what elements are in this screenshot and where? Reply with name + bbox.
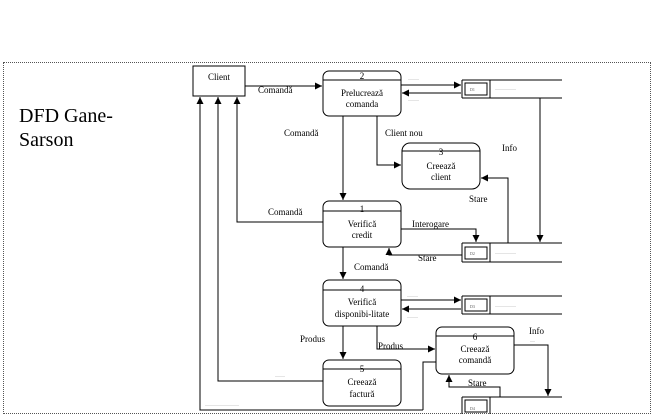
process-3-line2: client bbox=[431, 172, 451, 182]
process-2-line1: Prelucrează bbox=[341, 88, 383, 98]
svg-text:D4: D4 bbox=[470, 406, 475, 411]
svg-text:D3: D3 bbox=[470, 304, 475, 309]
flow-label-status-p3: Stare bbox=[469, 194, 488, 204]
svg-text:...........: ........... bbox=[408, 97, 419, 102]
process-1-line1: Verifică bbox=[348, 219, 376, 229]
flow-label-query: Interogare bbox=[412, 219, 449, 229]
svg-text:...........: ........... bbox=[407, 293, 418, 298]
flow-label-status-p1: Stare bbox=[418, 253, 437, 263]
data-store-2: D2 ..................... bbox=[461, 242, 562, 263]
process-6-line1: Creează bbox=[461, 344, 490, 354]
data-store-4: D4 bbox=[461, 396, 562, 414]
svg-text:.....................: ..................... bbox=[495, 303, 516, 308]
diagram-title: DFD Gane- Sarson bbox=[19, 105, 113, 151]
svg-text:D1: D1 bbox=[470, 87, 475, 92]
process-1: 1 Verifică credit bbox=[322, 200, 402, 248]
svg-text:.....: ..... bbox=[530, 338, 535, 343]
flow-label-status-p6: Stare bbox=[468, 378, 487, 388]
process-1-line2: credit bbox=[352, 230, 373, 240]
flow-label-client-p2: Comandă bbox=[258, 85, 293, 95]
svg-text:.....................: ..................... bbox=[495, 86, 516, 91]
flow-label-p1-p4: Comandă bbox=[354, 262, 389, 272]
process-5-line1: Creează bbox=[348, 377, 377, 387]
diagram-frame bbox=[3, 62, 651, 414]
process-3: 3 Creează client bbox=[401, 142, 481, 190]
flow-lines bbox=[196, 81, 552, 411]
flow-label-product-p6: Produs bbox=[378, 341, 404, 351]
svg-text:D2: D2 bbox=[470, 251, 475, 256]
svg-text:...........: ........... bbox=[408, 76, 419, 81]
flow-label-new-client: Client nou bbox=[385, 128, 423, 138]
flow-label-p1-client: Comandă bbox=[268, 207, 303, 217]
process-6: 6 Creează comandă bbox=[435, 326, 515, 375]
process-5-line2: factură bbox=[350, 389, 375, 399]
process-4-id: 4 bbox=[360, 284, 365, 294]
process-6-id: 6 bbox=[473, 332, 478, 342]
process-4-line1: Verifică bbox=[348, 297, 376, 307]
process-5: 5 Creează factură bbox=[322, 359, 402, 407]
process-4-line2: disponibi-litate bbox=[335, 309, 390, 319]
flow-label-p2-p1: Comandă bbox=[284, 128, 319, 138]
process-2-line2: comanda bbox=[346, 99, 378, 109]
svg-text:...........: ........... bbox=[407, 314, 418, 319]
entity-client-label: Client bbox=[208, 72, 230, 82]
data-store-1: D1 ..................... bbox=[461, 79, 562, 99]
svg-text:..........: .......... bbox=[275, 373, 285, 378]
process-3-id: 3 bbox=[439, 147, 444, 157]
process-6-line2: comandă bbox=[459, 355, 491, 365]
svg-text:..............................: .................................. bbox=[205, 402, 239, 407]
process-2-id: 2 bbox=[360, 71, 365, 81]
process-2: 2 Prelucrează comanda bbox=[322, 70, 402, 117]
flow-label-info-p6: Info bbox=[529, 326, 544, 336]
entity-client: Client bbox=[192, 65, 246, 97]
flow-label-info-p3: Info bbox=[502, 143, 517, 153]
process-3-line1: Creează bbox=[427, 161, 456, 171]
process-1-id: 1 bbox=[360, 204, 365, 214]
process-5-id: 5 bbox=[360, 364, 365, 374]
flow-label-product-p5: Produs bbox=[300, 334, 326, 344]
data-store-3: D3 ..................... bbox=[461, 295, 562, 315]
process-4: 4 Verifică disponibi-litate bbox=[322, 279, 402, 327]
svg-text:.....................: ..................... bbox=[495, 250, 516, 255]
